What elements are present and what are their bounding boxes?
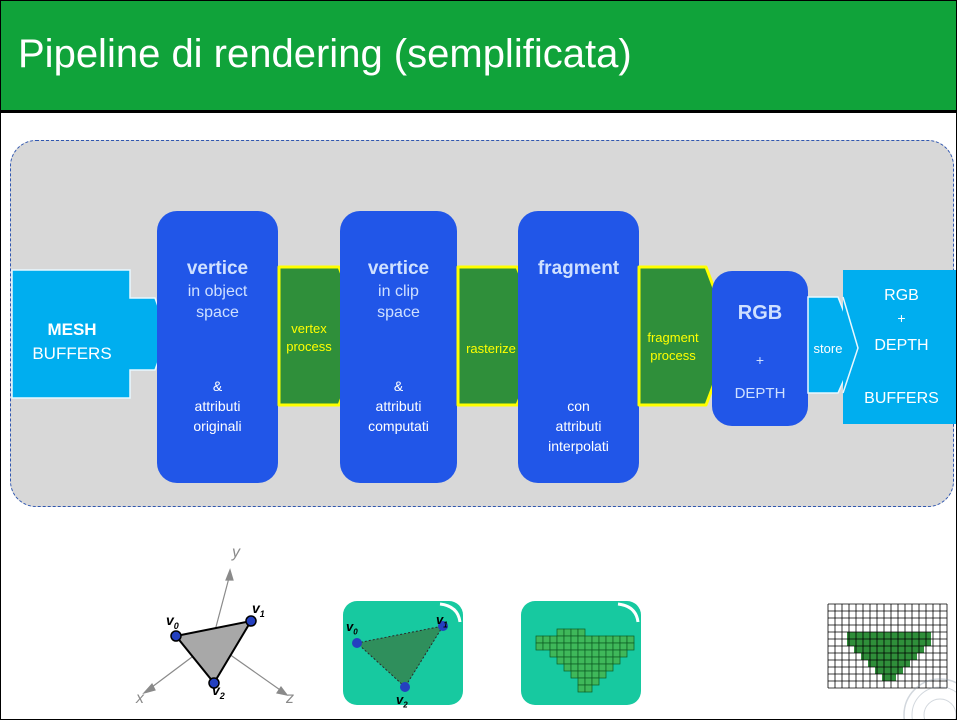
vertex-object-space-box <box>157 211 278 483</box>
mesh-title: MESH <box>47 320 97 339</box>
clip-v0-label: v0 <box>346 619 358 637</box>
clip-v1-label: v1 <box>436 612 448 630</box>
framebuffer-grid-thumbnail <box>827 603 948 689</box>
vertex-process-line1: vertex <box>291 321 327 336</box>
vertex-triangle-shape <box>174 619 254 685</box>
fragment-line1: con <box>567 398 590 414</box>
rgb-depth-box <box>712 271 808 426</box>
vertex-object-line1: in object <box>187 283 248 300</box>
vertex-v2-dot <box>208 677 220 689</box>
axis-y-label: y <box>232 544 240 561</box>
vertex-v2-label: v2 <box>212 682 225 701</box>
fragment-process-line1: fragment <box>647 330 699 345</box>
clip-v2-label: v2 <box>396 692 408 710</box>
fragment-process-line2: process <box>650 348 696 363</box>
vertex-v1-label: v1 <box>252 600 265 619</box>
fragment-line3: interpolati <box>548 438 609 454</box>
title-bar: Pipeline di rendering (semplificata) <box>0 0 957 113</box>
final-buffers-line4: BUFFERS <box>864 390 939 407</box>
vertex-object-title: vertice <box>186 258 249 279</box>
vertex-v0-dot <box>170 630 182 642</box>
vertex-v1-dot <box>245 615 257 627</box>
final-buffers-shape <box>843 270 957 424</box>
vertex-object-line2: space <box>196 304 239 321</box>
vertex-clip-line3: attributi <box>375 398 422 414</box>
clip-space-thumbnail <box>343 601 463 705</box>
rgb-depth-label: DEPTH <box>734 385 786 402</box>
axis-x-label: x <box>136 690 144 707</box>
final-buffers-line3: DEPTH <box>874 337 929 354</box>
vertex-clip-line2: space <box>377 304 420 321</box>
rgb-plus: + <box>755 352 765 368</box>
rgb-title: RGB <box>737 302 783 324</box>
mesh-subtitle: BUFFERS <box>32 344 112 363</box>
vertex-object-line3: attributi <box>194 398 241 414</box>
final-buffers-line1: RGB <box>884 287 919 304</box>
store-label: store <box>813 341 843 356</box>
rasterize-label: rasterize <box>466 341 516 356</box>
rasterized-fragments-thumbnail <box>521 601 641 705</box>
vertex-v0-label: v0 <box>166 612 179 631</box>
fragment-box <box>518 211 639 483</box>
vertex-clip-title: vertice <box>367 258 430 279</box>
fragment-line2: attributi <box>555 418 602 434</box>
vertex-clip-amp: & <box>393 378 404 394</box>
vertex-object-line4: originali <box>193 418 242 434</box>
vertex-clip-line1: in clip <box>378 283 419 300</box>
slide-title: Pipeline di rendering (semplificata) <box>18 32 632 76</box>
vertex-object-amp: & <box>212 378 223 394</box>
axis-z-label: z <box>286 690 294 707</box>
fragment-title: fragment <box>537 258 620 279</box>
final-buffers-line2: + <box>897 310 906 326</box>
vertex-process-line2: process <box>286 339 332 354</box>
vertex-clip-line4: computati <box>368 418 429 434</box>
vertex-clip-space-box <box>340 211 457 483</box>
